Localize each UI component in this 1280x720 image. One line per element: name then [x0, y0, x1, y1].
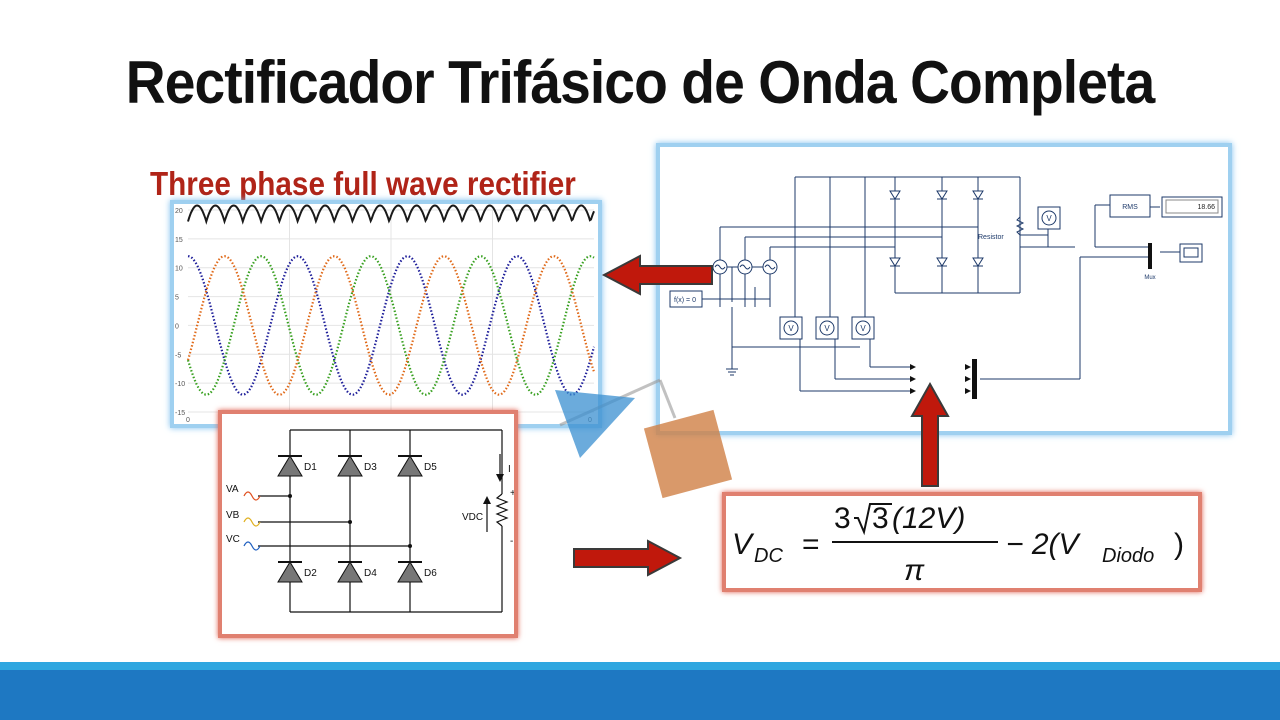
sim-diode-1 — [889, 190, 901, 200]
phase-wave-2 — [186, 255, 595, 396]
display-value: 18.66 — [1197, 204, 1215, 211]
circuit-diode-6 — [397, 561, 423, 583]
resistor-label: Resistor — [978, 234, 1004, 241]
input-label-3: VC — [226, 534, 240, 545]
plot-ytick-2: 10 — [175, 266, 183, 273]
formula-num-sqrt: 3 — [872, 502, 889, 535]
footer-band-light — [0, 662, 1280, 670]
formula-den: π — [904, 554, 925, 587]
diode-label-2: D3 — [364, 462, 377, 473]
current-label: I — [508, 464, 511, 475]
formula-lhs-sub: DC — [754, 545, 783, 567]
mux-label: Mux — [1144, 275, 1155, 281]
circuit-diode-1 — [277, 455, 303, 477]
formula-equals: = — [802, 528, 820, 561]
sim-diode-5 — [936, 257, 948, 267]
sim-diode-3 — [972, 190, 984, 200]
arrow-sim-to-plot — [601, 254, 713, 296]
voltmeter-3-symbol: V — [860, 324, 866, 333]
sim-diode-6 — [972, 257, 984, 267]
source-a-wave — [243, 491, 261, 501]
voltmeter-blocks — [779, 206, 1061, 340]
diode-label-3: D5 — [424, 462, 437, 473]
plot-ytick-3: 5 — [175, 295, 179, 302]
voltmeter-1-symbol: V — [788, 324, 794, 333]
voltmeter-2-symbol: V — [824, 324, 830, 333]
mux-block — [1148, 243, 1152, 269]
lower-mux-block — [972, 359, 977, 399]
arrow-circuit-to-formula — [573, 539, 683, 577]
sim-diode-4 — [889, 257, 901, 267]
const-block — [669, 290, 703, 308]
minus-label: - — [510, 536, 513, 547]
const-label: f(x) = 0 — [674, 297, 696, 304]
rms-label: RMS — [1122, 204, 1138, 211]
plot-grid — [188, 209, 594, 413]
phase-wave-3 — [186, 255, 596, 396]
circuit-diode-2 — [337, 455, 363, 477]
formula-rhs-sub: Diodo — [1102, 545, 1154, 567]
formula-sqrt — [854, 503, 892, 536]
plus-label: + — [510, 488, 514, 499]
circuit-diodes — [277, 455, 423, 583]
phase-wave-1 — [187, 255, 596, 396]
plot-ytick-6: -10 — [175, 381, 185, 388]
plot-ytick-5: -5 — [175, 352, 181, 359]
plot-ytick-0: 20 — [175, 208, 183, 215]
plot-ytick-7: -15 — [175, 410, 185, 417]
current-arrow — [496, 474, 504, 482]
vdc-formula: V DC = 3 3 (12V) π − 2(V Diodo ) — [732, 502, 1184, 587]
load-resistor — [1015, 216, 1025, 236]
plot-ytick-1: 15 — [175, 237, 183, 244]
input-label-1: VA — [226, 484, 239, 495]
slide-subtitle: Three phase full wave rectifier — [150, 165, 576, 202]
formula-rhs-close: ) — [1174, 528, 1184, 561]
formula-num-coeff: 3 — [834, 502, 851, 535]
slide-title: Rectificador Trifásico de Onda Completa — [125, 49, 1155, 116]
source-b-wave — [243, 517, 261, 527]
lower-mux-arrows — [910, 364, 971, 394]
rectified-output-wave — [187, 204, 595, 225]
rms-block — [1109, 194, 1151, 218]
diode-label-5: D4 — [364, 568, 377, 579]
circuit-diode-4 — [277, 561, 303, 583]
circuit-diode-3 — [397, 455, 423, 477]
voltmeter-load-symbol: V — [1046, 214, 1052, 223]
source-c-wave — [243, 541, 261, 551]
formula-box: V DC = 3 3 (12V) π − 2(V Diodo ) — [722, 492, 1202, 592]
sim-diode-2 — [936, 190, 948, 200]
diode-label-6: D6 — [424, 568, 437, 579]
plot-xtick-0: 0 — [186, 417, 190, 424]
vdc-label: VDC — [462, 512, 483, 523]
input-label-2: VB — [226, 510, 240, 521]
arrow-formula-to-sim — [910, 381, 950, 487]
vdc-arrow — [483, 496, 491, 504]
formula-lhs: V — [732, 528, 755, 561]
ac-sources — [712, 259, 778, 275]
decorative-triangle — [555, 390, 635, 458]
decorative-shapes — [555, 378, 733, 499]
simulink-diagram: Resistor f(x) = 0 V V V V RMS 18.66 — [669, 176, 1223, 399]
footer-band-dark — [0, 670, 1280, 720]
decorative-square — [643, 409, 733, 499]
plot-ytick-4: 0 — [175, 323, 179, 330]
plot-curves — [186, 204, 596, 396]
diode-label-4: D2 — [304, 568, 317, 579]
diode-label-1: D1 — [304, 462, 317, 473]
simulink-model: Resistor f(x) = 0 V V V V RMS 18.66 — [656, 143, 1232, 435]
formula-rhs: − 2(V — [1006, 528, 1082, 561]
circuit-diode-5 — [337, 561, 363, 583]
formula-num-rest: (12V) — [892, 502, 965, 535]
bridge-diodes — [889, 190, 984, 267]
